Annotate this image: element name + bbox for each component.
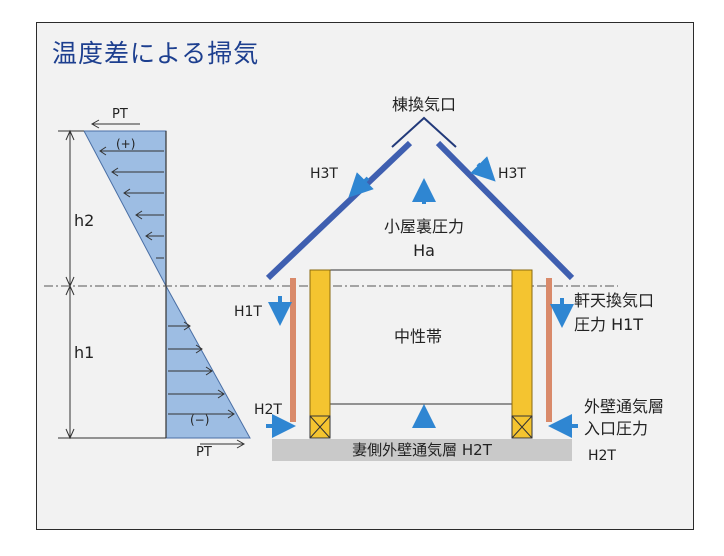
right-column (511, 269, 533, 439)
left-column (309, 269, 331, 439)
wall-inlet-pressure-label: 入口圧力 (584, 419, 648, 438)
eave-vent-pressure-label: 圧力 H1T (574, 315, 643, 334)
h3t-right-label: H3T (498, 166, 526, 182)
roof-left (265, 140, 413, 281)
minus-label: (−) (190, 413, 209, 427)
right-wall-vent-layer (546, 278, 552, 422)
neutral-zone-label: 中性帯 (394, 327, 442, 346)
h1-label: h1 (74, 343, 94, 362)
pt-bottom-label: PT (196, 445, 212, 460)
wall-inlet-label: 外壁通気層 (584, 397, 664, 416)
h2t-left-label: H2T (254, 402, 282, 418)
attic-pressure-label: 小屋裏圧力 (384, 217, 464, 236)
pressure-arrows (99, 146, 235, 419)
left-wall-vent-layer (290, 278, 296, 422)
gable-vent-layer-strip (272, 439, 572, 461)
h3t-left-label: H3T (310, 166, 338, 182)
positive-pressure-triangle (83, 130, 167, 287)
airflow-arrows (266, 156, 578, 438)
h1t-left-label: H1T (234, 304, 262, 320)
roof-right (435, 140, 575, 281)
gable-layer-label: 妻側外壁通気層 H2T (352, 441, 493, 459)
plus-label: (+) (116, 137, 135, 151)
diagram-title: 温度差による掃気 (52, 39, 260, 68)
eave-vent-label: 軒天換気口 (574, 291, 654, 310)
ridge-vent-label: 棟換気口 (392, 95, 456, 114)
pt-top-label: PT (112, 107, 128, 122)
h2-label: h2 (74, 211, 94, 230)
wall-inlet-h2t-label: H2T (588, 448, 616, 464)
ha-label: Ha (413, 241, 435, 260)
ridge-vent-cap (391, 116, 457, 148)
